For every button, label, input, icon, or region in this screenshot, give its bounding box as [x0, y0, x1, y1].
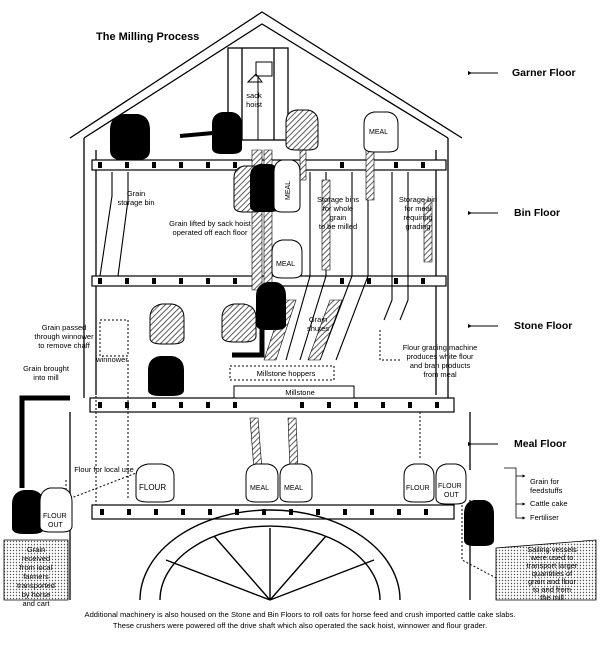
- storage-bins-label-3: grain: [330, 213, 347, 222]
- beam-slots: [98, 162, 439, 515]
- grain-received-label-7: and cart: [22, 599, 50, 608]
- millstone-hoppers-label: Millstone hoppers: [257, 369, 316, 378]
- sack-hoist-machine: [246, 61, 273, 140]
- sailing-vessels-text: Sailing vessels were used to transport l…: [527, 545, 578, 602]
- bin-floor-label: Bin Floor: [514, 207, 560, 219]
- grain-received-text: Grain received from local farmers transp…: [17, 545, 55, 608]
- grain-received-label-4: farmers: [23, 572, 49, 581]
- sailing-vessels-label-4: quantities of: [532, 569, 573, 578]
- grain-brought-label-1: Grain brought: [23, 364, 70, 373]
- sailing-vessels-label-3: transport larger: [527, 561, 578, 570]
- right-outside-sack: [464, 500, 494, 546]
- meal-bag-label-m2: MEAL: [284, 485, 303, 492]
- flour-out-bag-label-right-1: FLOUR: [438, 483, 462, 490]
- flour-grading-label-3: and bran products: [410, 361, 471, 370]
- sailing-vessels-label-7: the mill: [540, 593, 564, 602]
- meal-bag-label-m1: MEAL: [250, 485, 269, 492]
- left-outside-sacks: FLOUR OUT: [12, 487, 73, 534]
- meal-bag-label-bin: MEAL: [276, 261, 295, 268]
- quay-wall: [495, 539, 597, 601]
- storage-bin-meal-label-2: for meal: [404, 204, 431, 213]
- diagram-title: The Milling Process: [96, 31, 199, 43]
- meal-bag-label-vertical: MEAL: [285, 181, 292, 200]
- grain-received-label-1: Grain: [27, 545, 45, 554]
- grain-flow-arrows: [249, 139, 433, 471]
- cart-wall: [3, 539, 69, 601]
- storage-bin-meal-label-1: Storage bin: [399, 195, 437, 204]
- grain-received-label-2: received: [22, 554, 50, 563]
- grain-received-label-3: from local: [20, 563, 53, 572]
- flour-out-bag-label-left-2: OUT: [48, 522, 64, 529]
- grain-received-label-6: by horse: [22, 590, 51, 599]
- cattle-cake-label: Cattle cake: [530, 499, 568, 508]
- sack-hoist-label-1: sack: [246, 91, 262, 100]
- flour-bag-label-2: FLOUR: [406, 485, 430, 492]
- black-sack-garner-mid: [212, 112, 242, 154]
- grain-feedstuffs-label-1: Grain for: [530, 477, 560, 486]
- fertiliser-label: Fertiliser: [530, 513, 559, 522]
- storage-bins-label-4: to be milled: [319, 222, 357, 231]
- export-arrows: [504, 467, 526, 520]
- grain-received-label-5: transported: [17, 581, 55, 590]
- flour-bag-label-1: FLOUR: [139, 483, 166, 492]
- flour-grading-label-1: Flour grading machine: [403, 343, 478, 352]
- black-sack-garner-left: [110, 114, 150, 160]
- meal-sack-garner: MEAL: [363, 111, 399, 153]
- caption-line-2: These crushers were powered off the driv…: [112, 621, 488, 630]
- meal-bag-label: MEAL: [369, 129, 388, 136]
- sailing-vessels-label-2: were used to: [530, 553, 574, 562]
- grain-shutes-label-1: Grain: [309, 315, 327, 324]
- millstone-hoppers-box: [233, 385, 355, 399]
- sailing-vessels-label-1: Sailing vessels: [527, 545, 577, 554]
- storage-bins-label-2: for whole: [323, 204, 353, 213]
- grain-brought-label-2: into mill: [33, 373, 59, 382]
- flour-grading-label-2: produces white flour: [406, 352, 474, 361]
- storage-bin-meal-label-4: grading: [405, 222, 430, 231]
- flour-grading-label-4: from meal: [423, 370, 457, 379]
- storage-bins-label-1: Storage bins: [317, 195, 359, 204]
- grain-passed-label-3: to remove chaff: [38, 341, 90, 350]
- hatched-sack-garner: [285, 109, 319, 151]
- storage-bins: [99, 172, 409, 361]
- grain-passed-label-2: through winnower: [34, 332, 94, 341]
- stone-floor-label: Stone Floor: [514, 320, 572, 332]
- floor-pointers: [468, 71, 498, 446]
- water-wheel: [139, 509, 401, 601]
- meal-floor-label: Meal Floor: [514, 438, 567, 450]
- grain-passed-label-1: Grain passed: [42, 323, 87, 332]
- garner-floor-label: Garner Floor: [512, 67, 576, 79]
- grain-lifted-label-1: Grain lifted by sack hoist: [169, 219, 252, 228]
- millstone-label: Millstone: [285, 388, 315, 397]
- sack-hoist-label-2: hoist: [246, 100, 263, 109]
- flour-out-bag-label-right-2: OUT: [444, 492, 460, 499]
- grain-storage-bin-label-2: storage bin: [117, 198, 154, 207]
- flour-out-bag-label-left-1: FLOUR: [43, 513, 67, 520]
- sailing-vessels-label-5: grain and flour: [528, 577, 576, 586]
- stone-floor-sacks: [148, 282, 286, 396]
- flour-local-label: Flour for local use: [74, 465, 134, 474]
- bin-floor-sacks: MEAL: [233, 159, 301, 213]
- grain-lifted-label-2: operated off each floor: [173, 228, 248, 237]
- sailing-vessels-label-6: to and from: [533, 585, 571, 594]
- meal-sack-bin-floor: MEAL: [271, 239, 303, 279]
- winnower-label: winnower: [95, 355, 128, 364]
- grain-shutes-label-2: shutes: [307, 324, 329, 333]
- grain-feedstuffs-label-2: feedstuffs: [530, 486, 563, 495]
- storage-bin-meal-label-3: requiring: [403, 213, 432, 222]
- meal-floor-sacks: FLOUR MEAL MEAL FLOUR FLOUR OUT: [135, 463, 467, 505]
- grain-storage-bin-label-1: Grain: [127, 189, 145, 198]
- caption-line-1: Additional machinery is also housed on t…: [84, 610, 516, 619]
